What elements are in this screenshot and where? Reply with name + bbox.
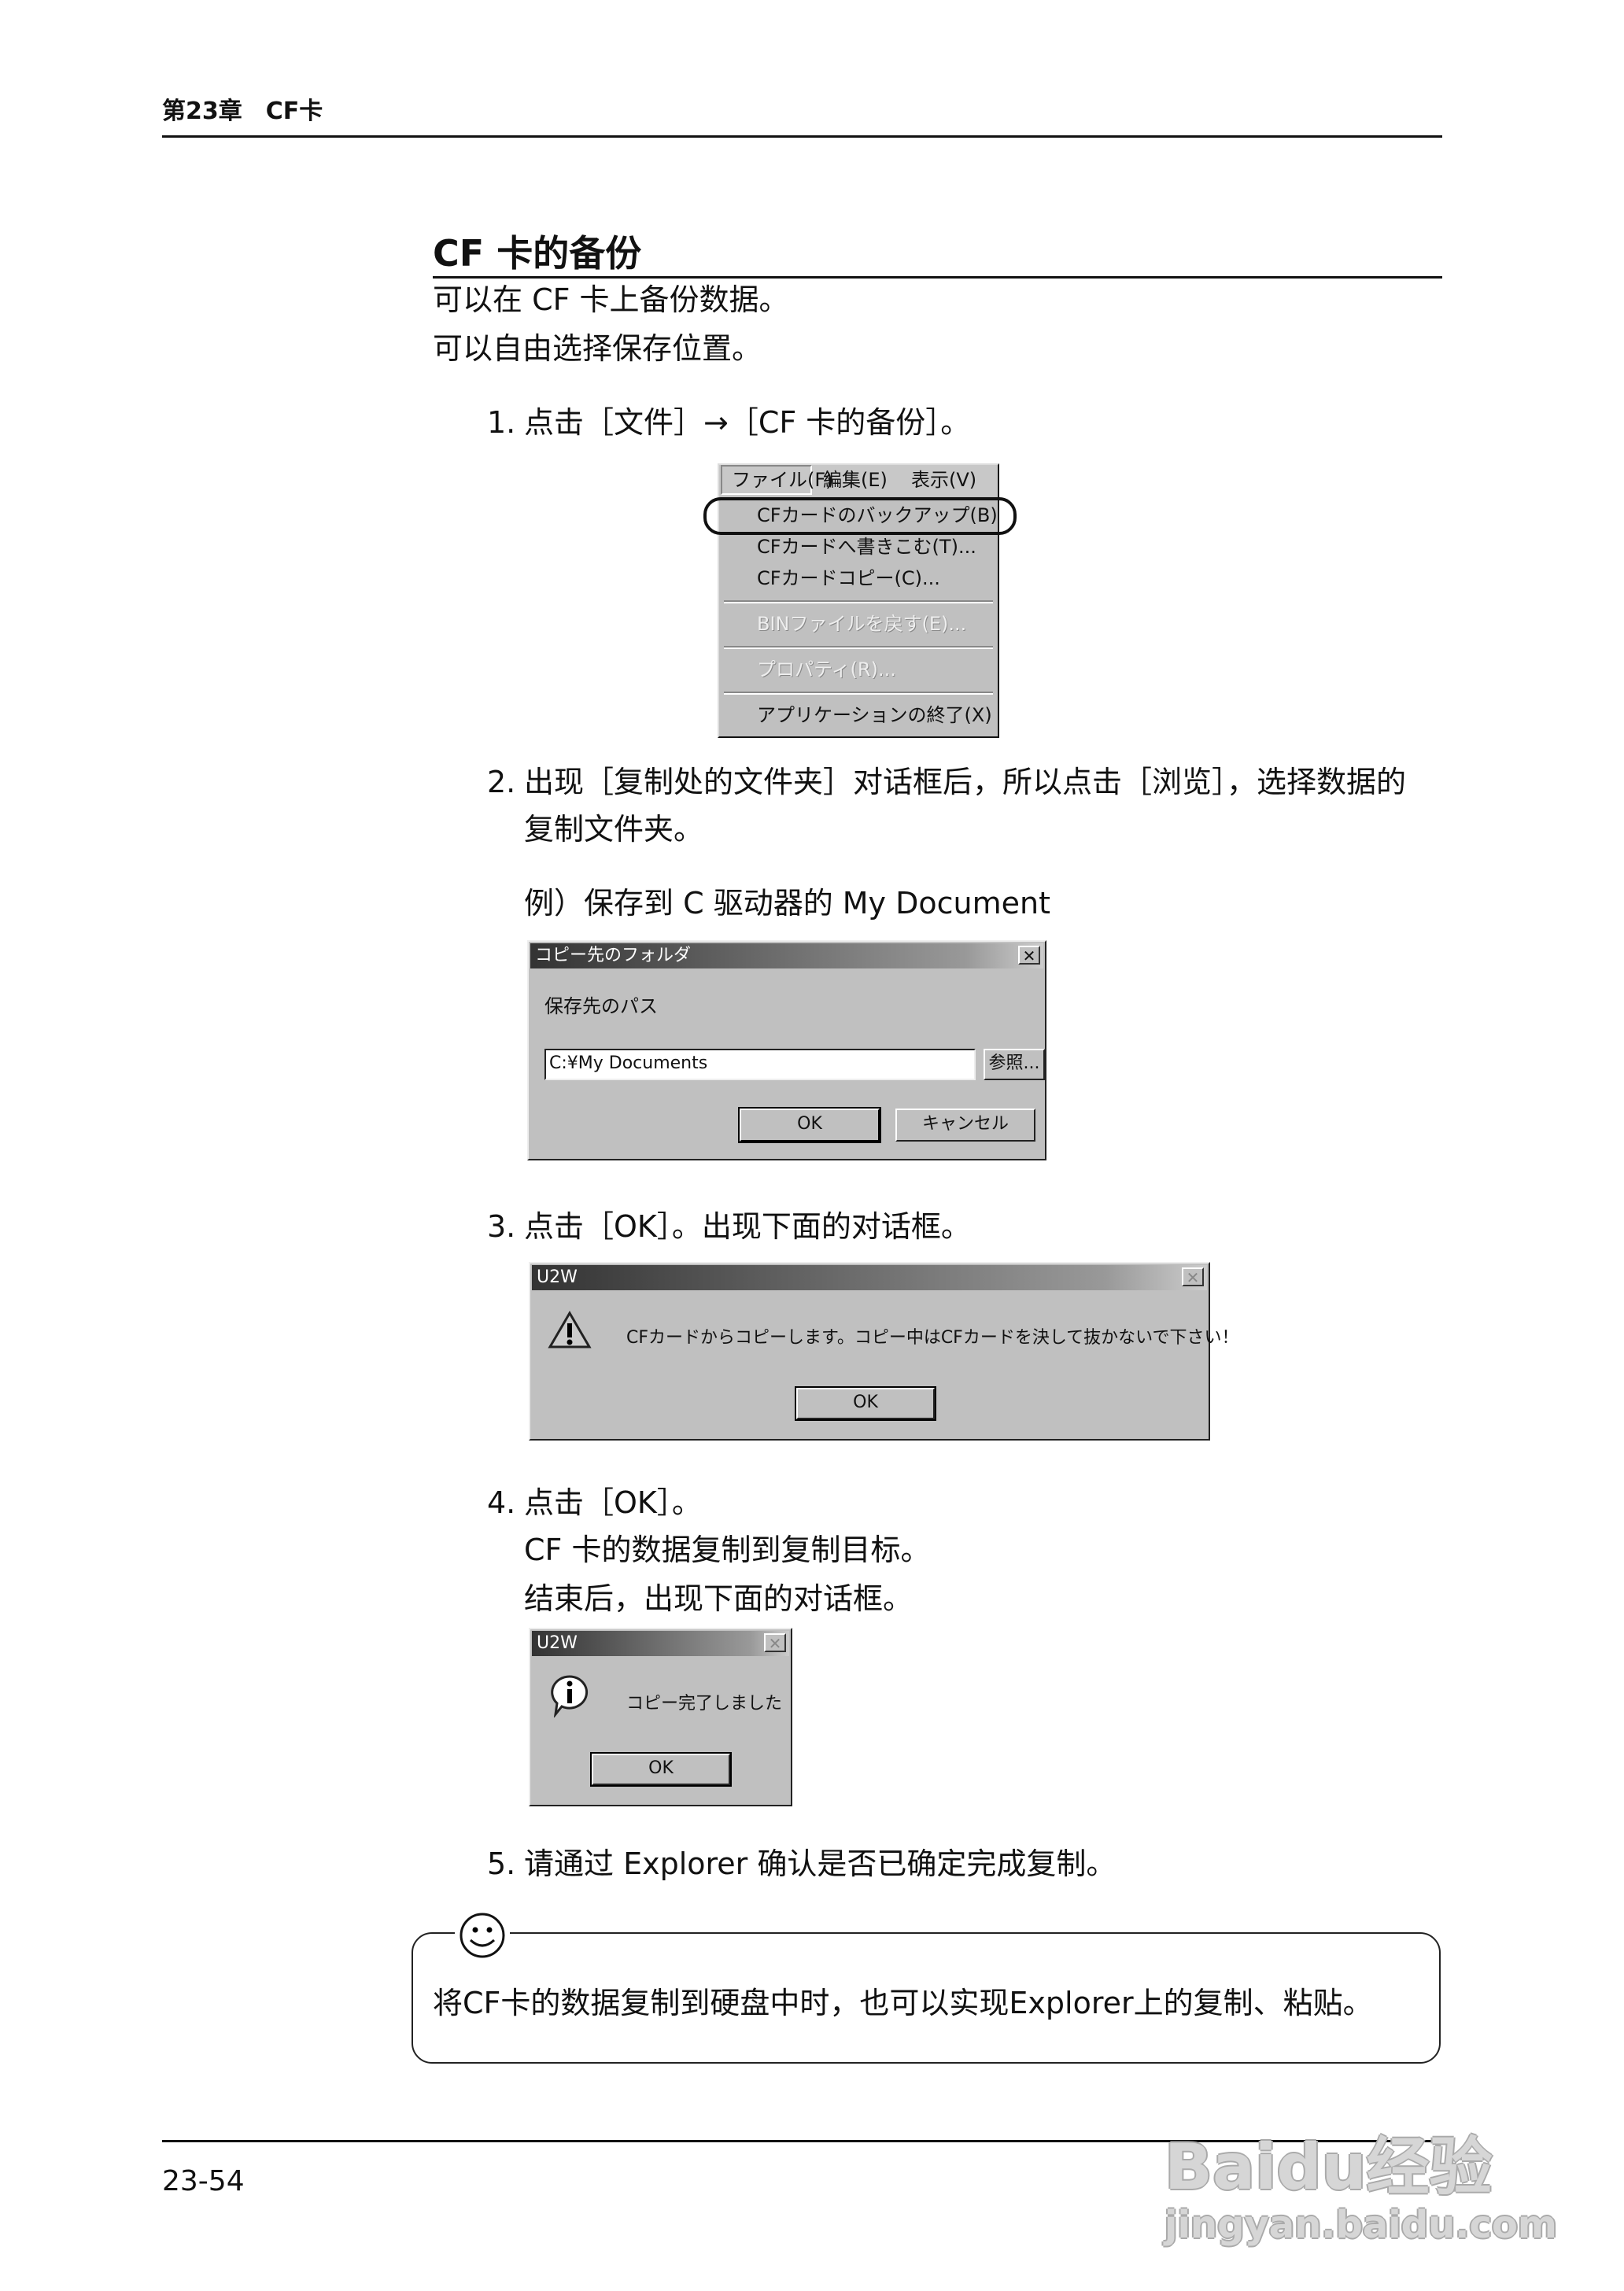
file-menu-screenshot: ファイル(F) 編集(E) 表示(V) CFカードのバックアップ(B) CFカー… [718, 463, 999, 738]
step-text: 点击［文件］→［CF 卡的备份］。 [524, 405, 971, 440]
step-number: 4. [487, 1485, 516, 1520]
watermark-url: jingyan.baidu.com [1164, 2203, 1557, 2247]
example-text: 例）保存到 C 驱动器的 My Document [524, 886, 1050, 920]
menu-file[interactable]: ファイル(F) [721, 465, 833, 495]
menu-view[interactable]: 表示(V) [911, 469, 977, 491]
step-text: 请通过 Explorer 确认是否已确定完成复制。 [524, 1846, 1116, 1881]
dialog-titlebar: U2W ✕ [532, 1265, 1207, 1290]
menu-separator [724, 692, 993, 695]
step-text: 结束后，出现下面的对话框。 [524, 1581, 914, 1616]
menu-item-cf-copy[interactable]: CFカードコピー(C)... [757, 567, 940, 589]
menu-item-cf-backup[interactable]: CFカードのバックアップ(B) [757, 504, 998, 526]
warning-icon [548, 1311, 592, 1348]
smiley-icon [455, 1910, 510, 1961]
copy-folder-dialog: コピー先のフォルダ ✕ 保存先のパス C:¥My Documents 参照...… [527, 940, 1046, 1160]
ok-button[interactable]: OK [738, 1107, 881, 1143]
note-box [412, 1932, 1441, 2064]
section-title: CF 卡的备份 [433, 232, 642, 275]
menu-edit[interactable]: 編集(E) [823, 469, 888, 491]
intro-line: 可以在 CF 卡上备份数据。 [433, 282, 789, 317]
note-text: 将CF卡的数据复制到硬盘中时，也可以实现Explorer上的复制、粘贴。 [433, 1986, 1373, 2020]
step-text: 点击［OK］。出现下面的对话框。 [524, 1209, 971, 1244]
warning-dialog: U2W ✕ CFカードからコピーします。コピー中はCFカードを決して抜かないで下… [529, 1262, 1239, 1441]
menu-item-cf-write[interactable]: CFカードへ書きこむ(T)... [757, 536, 976, 558]
close-icon[interactable]: ✕ [1182, 1267, 1204, 1286]
path-label: 保存先のパス [544, 995, 658, 1017]
highlight-ellipse [703, 497, 1017, 535]
cancel-button[interactable]: キャンセル [895, 1109, 1035, 1142]
step-text: 出现［复制处的文件夹］对话框后，所以点击［浏览］，选择数据的 [524, 765, 1407, 799]
menu-item-properties: プロパティ(R)... [757, 659, 896, 681]
info-icon [551, 1675, 589, 1717]
dialog-titlebar: コピー先のフォルダ ✕ [530, 943, 1043, 968]
dialog-title: U2W [537, 1633, 578, 1653]
title-rule [433, 276, 1442, 279]
chapter-header: 第23章 CF卡 [162, 98, 323, 125]
dialog-title: U2W [537, 1267, 578, 1287]
step-number: 3. [487, 1209, 516, 1244]
ok-button[interactable]: OK [590, 1752, 732, 1787]
warning-message: CFカードからコピーします。コピー中はCFカードを決して抜かないで下さい！ [626, 1328, 1239, 1348]
watermark-logo: Baidu经验 [1164, 2131, 1493, 2204]
intro-line: 可以自由选择保存位置。 [433, 331, 762, 366]
menu-bar: ファイル(F) 編集(E) 表示(V) [719, 465, 998, 496]
step-text: CF 卡的数据复制到复制目标。 [524, 1533, 931, 1567]
dialog-title: コピー先のフォルダ [535, 946, 692, 965]
menu-separator [724, 646, 993, 649]
ok-button[interactable]: OK [795, 1386, 936, 1421]
step-text: 复制文件夹。 [524, 812, 704, 847]
step-number: 2. [487, 765, 516, 799]
menu-item-restore-bin: BINファイルを戻す(E)... [757, 613, 967, 635]
footer-rule [162, 2140, 1442, 2142]
menu-item-exit[interactable]: アプリケーションの終了(X) [757, 704, 992, 726]
path-input[interactable]: C:¥My Documents [544, 1049, 976, 1080]
step-text: 点击［OK］。 [524, 1485, 702, 1520]
info-message: コピー完了しました [626, 1694, 783, 1714]
step-number: 1. [487, 405, 516, 440]
step-number: 5. [487, 1846, 516, 1881]
browse-button[interactable]: 参照... [984, 1049, 1045, 1080]
close-icon[interactable]: ✕ [1018, 946, 1040, 965]
header-rule [162, 135, 1442, 138]
page-number: 23-54 [162, 2165, 245, 2197]
dialog-titlebar: U2W ✕ [532, 1631, 789, 1656]
close-icon[interactable]: ✕ [764, 1633, 786, 1652]
copy-complete-dialog: U2W ✕ コピー完了しました OK [529, 1628, 792, 1806]
menu-separator [724, 600, 993, 603]
